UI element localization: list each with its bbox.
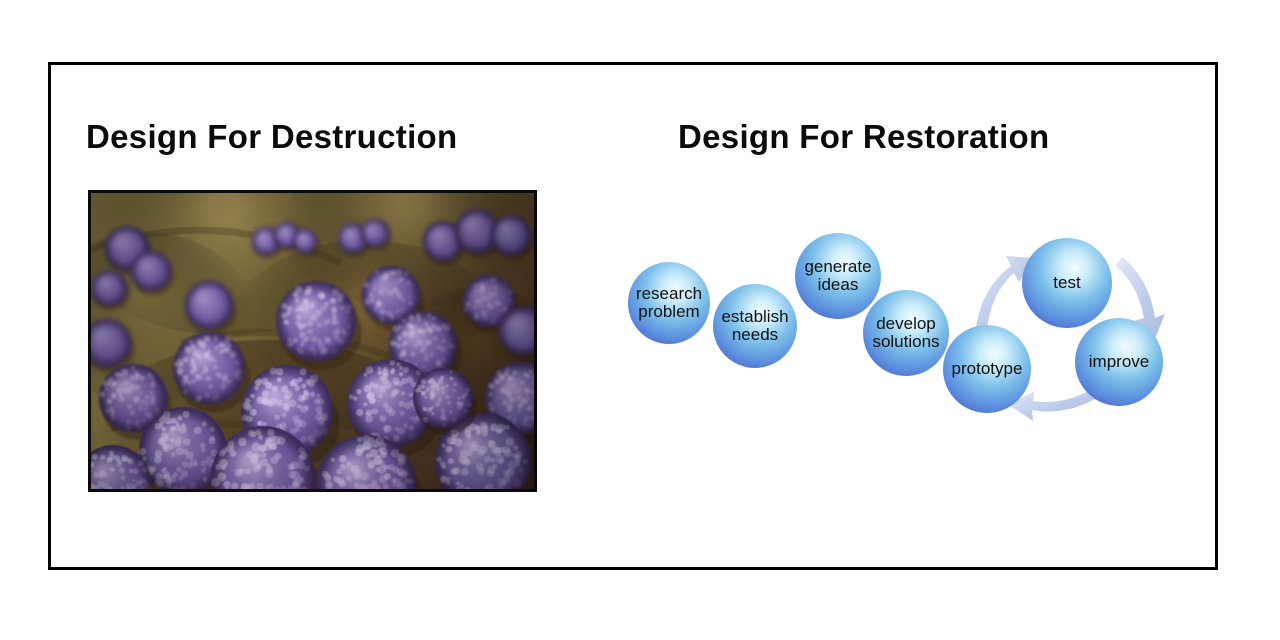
process-node-establish-needs[interactable]: establishneeds (713, 284, 797, 368)
page-title-left: Design For Destruction (86, 118, 457, 156)
process-node-label: prototype (952, 360, 1023, 378)
process-node-label: improve (1089, 353, 1149, 371)
process-node-label: researchproblem (636, 285, 702, 320)
process-node-label: test (1053, 274, 1080, 292)
bacteria-micrograph-image (91, 193, 534, 489)
process-node-label: generateideas (804, 258, 871, 293)
bacteria-photo-panel (88, 190, 537, 492)
process-node-develop-solutions[interactable]: developsolutions (863, 290, 949, 376)
process-node-improve[interactable]: improve (1075, 318, 1163, 406)
page-title-right: Design For Restoration (678, 118, 1049, 156)
process-node-generate-ideas[interactable]: generateideas (795, 233, 881, 319)
process-node-test[interactable]: test (1022, 238, 1112, 328)
process-node-research-problem[interactable]: researchproblem (628, 262, 710, 344)
process-node-prototype[interactable]: prototype (943, 325, 1031, 413)
process-node-label: developsolutions (872, 315, 939, 350)
process-node-label: establishneeds (721, 308, 788, 343)
design-process-cycle-diagram: researchproblem establishneeds generateide… (610, 200, 1190, 440)
